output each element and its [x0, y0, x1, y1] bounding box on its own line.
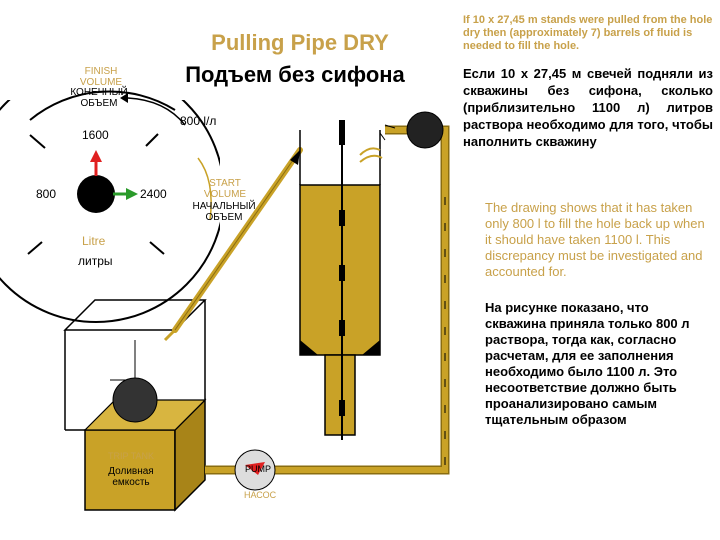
float-ball [112, 377, 158, 423]
tick-800: 800 [36, 187, 57, 201]
finish-volume-ru: КОНЕЧНЫЙ ОБЪЕМ [70, 87, 128, 109]
tick-1600: 1600 [82, 128, 109, 142]
volume-change-arrow [127, 97, 186, 126]
gauge-outline [0, 100, 220, 323]
gauge-hub [77, 175, 115, 213]
pump-en: PUMP [245, 464, 272, 474]
open-hole-fluid [324, 354, 356, 436]
title-ru: Подъем без сифона [185, 62, 405, 87]
trip-tank-ru: Доливная емкость [108, 466, 154, 488]
gauge-tick [149, 241, 165, 255]
start-volume-en: START VOLUME [203, 178, 247, 200]
unit-ru: литры [78, 254, 113, 268]
tank-fluid-front [84, 429, 176, 511]
volume-gauge [0, 90, 220, 323]
valve [406, 111, 444, 149]
gauge-tick [29, 134, 46, 149]
gauge-arc-top [29, 90, 176, 121]
gauge-tick [27, 241, 43, 255]
unit-en: Litre [82, 234, 106, 248]
pointer-finish-head [90, 150, 102, 162]
answer-en: The drawing shows that it has taken only… [485, 200, 705, 279]
pulled-volume-label: 800 l/л [180, 114, 217, 128]
pump-ru: НАСОС [244, 490, 277, 500]
trip-tank-en: TRIP TANK [107, 451, 154, 461]
finish-volume-en: FINISH VOLUME [79, 66, 123, 88]
question-ru: Если 10 х 27,45 м свечей подняли из сква… [463, 66, 713, 149]
question-en: If 10 x 27,45 m stands were pulled from … [463, 14, 713, 52]
wellbore [299, 120, 383, 440]
circulation-line [205, 111, 450, 491]
start-volume-ru: НАЧАЛЬНЫЙ ОБЪЕМ [192, 201, 256, 223]
answer-ru: На рисунке показано, что скважина принял… [485, 300, 690, 427]
start-arrow [197, 157, 212, 221]
tick-2400: 2400 [140, 187, 167, 201]
gauge-tick [145, 133, 159, 147]
title-en: Pulling Pipe DRY [211, 30, 389, 55]
pointer-start-head [126, 188, 138, 200]
